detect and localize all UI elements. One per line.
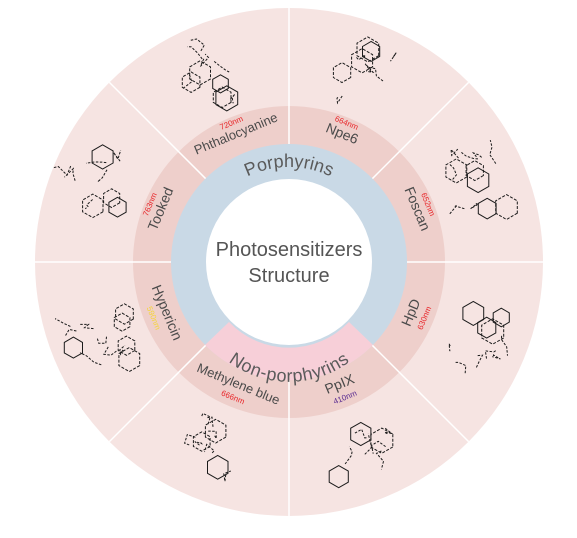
molecule-structure (183, 412, 231, 482)
sector-divider (108, 81, 207, 180)
center-title-line1: Photosensitizers (216, 239, 363, 261)
molecule-structure (332, 36, 397, 105)
non-porphyrin-band (205, 322, 373, 381)
sector-divider (371, 344, 470, 443)
sector-divider (371, 81, 470, 180)
molecule-structure (55, 303, 141, 373)
molecule-structure (448, 300, 510, 375)
molecule-structure (181, 38, 239, 112)
dividers (35, 8, 543, 516)
center-disc (206, 179, 372, 345)
molecule-structure (445, 139, 518, 221)
molecule-structure (53, 144, 127, 219)
center-title-line2: Structure (248, 265, 329, 287)
molecule-sketches (53, 36, 518, 489)
molecule-structure (328, 421, 394, 489)
sector-divider (108, 344, 207, 443)
